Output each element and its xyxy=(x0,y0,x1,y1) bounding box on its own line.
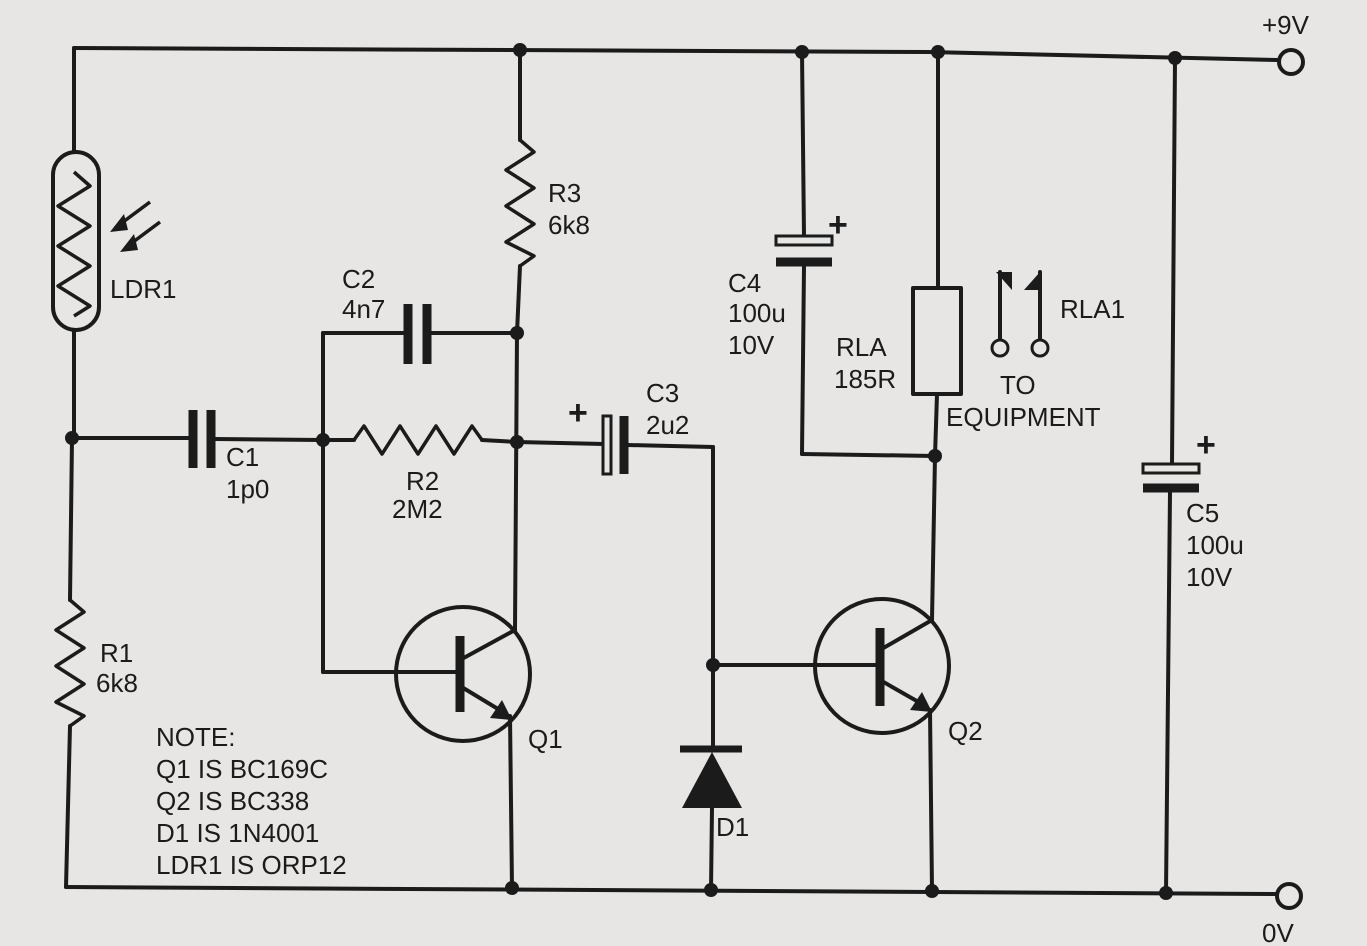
rla1-label-line1: TO xyxy=(1000,370,1036,400)
ground-supply-label: 0V xyxy=(1262,918,1294,946)
note-title: NOTE: xyxy=(156,722,235,752)
r3-value: 6k8 xyxy=(548,210,590,240)
c2-label: C2 xyxy=(342,264,375,294)
r2-value: 2M2 xyxy=(392,494,443,524)
note-line: LDR1 IS ORP12 xyxy=(156,850,347,880)
q1-label: Q1 xyxy=(528,724,563,754)
c2-symbol xyxy=(321,304,519,442)
note-line: Q2 IS BC338 xyxy=(156,786,309,816)
c3-label: C3 xyxy=(646,378,679,408)
q1-collector-wire xyxy=(513,331,519,632)
rla1-label-line2: EQUIPMENT xyxy=(946,402,1101,432)
q1-symbol xyxy=(321,438,532,890)
rla-coil-symbol xyxy=(911,50,963,622)
ground-terminal xyxy=(1275,882,1303,910)
positive-supply-label: +9V xyxy=(1262,10,1310,40)
c5-symbol xyxy=(1141,56,1201,895)
r1-symbol xyxy=(54,436,86,889)
r3-label: R3 xyxy=(548,178,581,208)
c5-voltage: 10V xyxy=(1186,562,1233,592)
rla1-label: RLA1 xyxy=(1060,294,1125,324)
positive-rail xyxy=(72,46,1280,62)
d1-symbol xyxy=(680,445,742,892)
c4-label: C4 xyxy=(728,268,761,298)
c1-label: C1 xyxy=(226,442,259,472)
q2-label: Q2 xyxy=(948,716,983,746)
c1-symbol xyxy=(70,410,325,468)
r1-value: 6k8 xyxy=(96,668,138,698)
r1-label: R1 xyxy=(100,638,133,668)
rla-label: RLA xyxy=(836,332,887,362)
c3-value: 2u2 xyxy=(646,410,689,440)
ldr1-symbol xyxy=(51,46,162,440)
note-line: Q1 IS BC169C xyxy=(156,754,328,784)
c5-polarity: + xyxy=(1196,426,1216,464)
c1-value: 1p0 xyxy=(226,474,269,504)
ldr1-label: LDR1 xyxy=(110,274,176,304)
r2-label: R2 xyxy=(406,466,439,496)
r3-symbol xyxy=(504,48,536,335)
junction-dots xyxy=(65,43,1182,900)
c3-symbol xyxy=(515,414,715,476)
c2-value: 4n7 xyxy=(342,294,385,324)
r2-symbol xyxy=(321,424,519,456)
c4-symbol xyxy=(774,50,937,458)
c3-polarity: + xyxy=(568,394,588,432)
c4-voltage: 10V xyxy=(728,330,775,360)
c4-polarity: + xyxy=(828,206,848,244)
rla-value: 185R xyxy=(834,364,896,394)
note-line: D1 IS 1N4001 xyxy=(156,818,319,848)
rla1-contacts-symbol xyxy=(990,270,1050,358)
positive-terminal xyxy=(1277,48,1305,76)
ground-rail xyxy=(64,885,1280,896)
d1-label: D1 xyxy=(716,812,749,842)
c4-value: 100u xyxy=(728,298,786,328)
q2-symbol xyxy=(711,597,951,893)
c5-label: C5 xyxy=(1186,498,1219,528)
c5-value: 100u xyxy=(1186,530,1244,560)
component-note: NOTE: Q1 IS BC169C Q2 IS BC338 D1 IS 1N4… xyxy=(156,722,347,880)
